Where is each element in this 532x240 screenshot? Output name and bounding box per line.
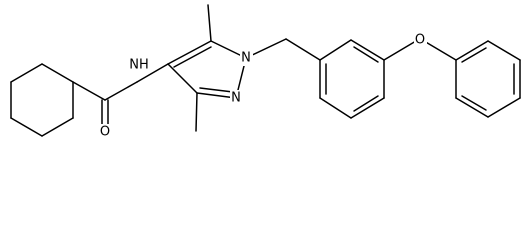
bond xyxy=(104,81,138,101)
double-bond xyxy=(199,87,234,93)
benzene-ring-phenoxy xyxy=(455,40,521,118)
n1-label: N xyxy=(241,51,251,66)
atom-label-n2: N xyxy=(230,90,243,106)
bond xyxy=(423,40,457,61)
bond xyxy=(350,39,385,61)
bond xyxy=(196,92,237,99)
bond xyxy=(285,38,321,61)
amide-group xyxy=(72,63,169,129)
atom-label-ether-oxygen: O xyxy=(414,32,427,48)
nh-label: NH xyxy=(129,58,149,73)
atom-label-carbonyl-oxygen: O xyxy=(99,124,112,140)
bond xyxy=(10,117,43,137)
bond xyxy=(487,40,521,61)
aromatic-inner-bond xyxy=(353,46,379,63)
methyl-bond-bottom xyxy=(195,92,198,132)
n2-label: N xyxy=(231,91,241,106)
bond xyxy=(319,97,352,119)
bond xyxy=(167,63,198,94)
benzene-ring-middle xyxy=(319,39,385,119)
cyclohexyl-ring xyxy=(10,63,74,137)
bond xyxy=(383,40,417,61)
double-bond xyxy=(173,46,212,68)
bond xyxy=(41,117,74,137)
aromatic-inner-bond xyxy=(461,47,487,63)
aromatic-inner-bond xyxy=(353,95,379,112)
bond xyxy=(487,97,521,118)
bond xyxy=(167,40,212,65)
methyl-bond-top xyxy=(207,4,212,42)
bond xyxy=(136,63,169,83)
bond xyxy=(350,97,385,119)
atom-label-nh: NH xyxy=(128,57,150,73)
bond xyxy=(319,39,352,61)
bond xyxy=(455,97,489,118)
atom-label-n1: N xyxy=(240,50,253,66)
ether-oxygen-label: O xyxy=(415,33,425,48)
bond xyxy=(455,40,489,61)
bond xyxy=(72,81,106,101)
bond xyxy=(41,63,74,83)
pyrazole-ring xyxy=(167,40,247,99)
carbonyl-oxygen-label: O xyxy=(100,125,110,140)
chemical-structure: NH O N N O xyxy=(10,4,521,140)
aromatic-inner-bond xyxy=(461,95,487,111)
bond xyxy=(10,63,43,83)
